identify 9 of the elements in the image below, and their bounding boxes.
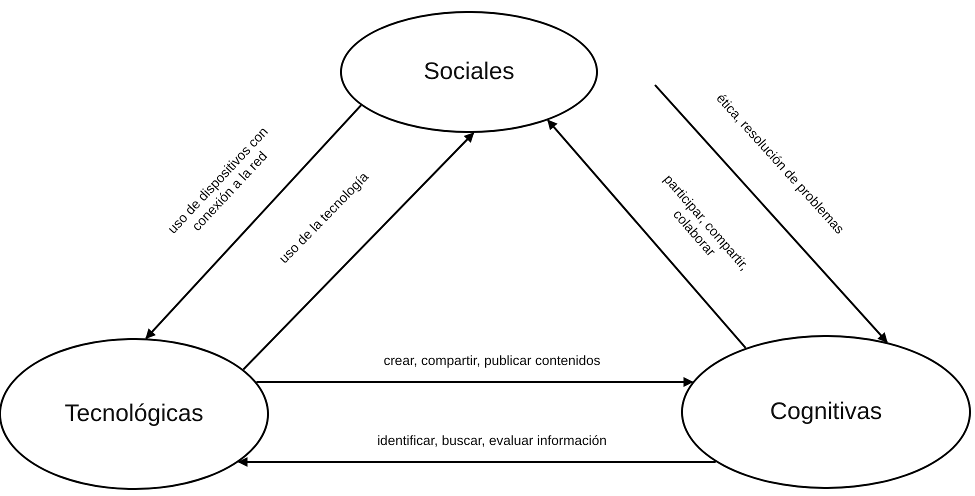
node-label: Tecnológicas xyxy=(64,400,204,428)
arrow xyxy=(238,457,716,467)
arrow xyxy=(654,84,888,343)
node-label: Sociales xyxy=(424,58,514,86)
arrow xyxy=(256,377,694,387)
node-label: Cognitivas xyxy=(770,398,882,426)
arrow xyxy=(547,119,746,349)
arrow xyxy=(242,132,474,370)
arrow xyxy=(145,104,362,340)
